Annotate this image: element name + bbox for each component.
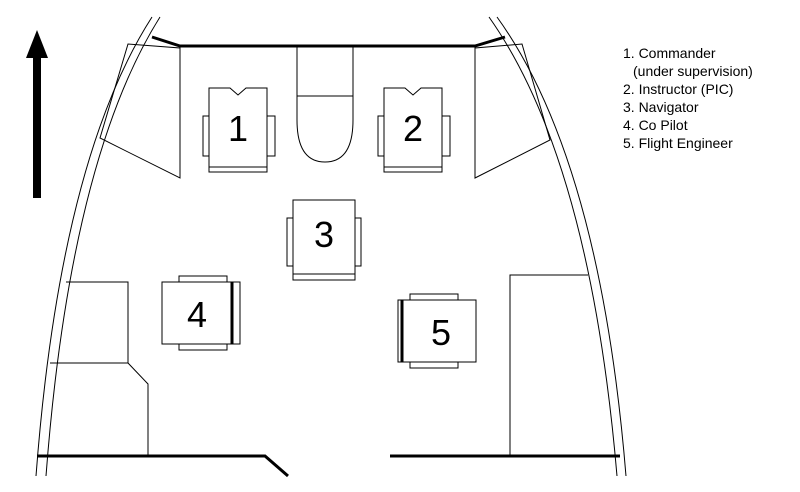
legend-item-flight-engineer: 5. Flight Engineer [623, 135, 733, 151]
legend-item-co-pilot: 4. Co Pilot [623, 117, 688, 133]
seat-1: 1 [202, 87, 276, 173]
legend-item-commander: 1. Commander [623, 45, 716, 61]
seat-4: 4 [161, 275, 241, 351]
fuselage-walls [35, 16, 627, 477]
right-side-console [474, 43, 551, 179]
seat-5: 5 [397, 293, 477, 369]
seat-3-number: 3 [314, 214, 334, 255]
legend-item-instructor: 2. Instructor (PIC) [623, 81, 734, 97]
seat-5-number: 5 [431, 312, 451, 353]
seat-1-number: 1 [228, 108, 248, 149]
left-side-console [99, 43, 181, 179]
seat-3: 3 [286, 199, 362, 281]
seat-4-number: 4 [187, 294, 207, 335]
crew-legend: 1. Commander (under supervision) 2. Inst… [623, 44, 753, 152]
forward-arrow-icon [26, 30, 48, 198]
rear-bulkhead [37, 454, 620, 478]
left-rear-cabinets [50, 281, 149, 455]
center-pedestal [296, 46, 354, 163]
forward-bulkhead [151, 35, 506, 48]
legend-item-navigator: 3. Navigator [623, 99, 699, 115]
legend-item-commander-note: (under supervision) [633, 63, 753, 79]
seat-2: 2 [377, 87, 451, 173]
seat-2-number: 2 [403, 108, 423, 149]
right-rear-cabinet [509, 274, 588, 455]
